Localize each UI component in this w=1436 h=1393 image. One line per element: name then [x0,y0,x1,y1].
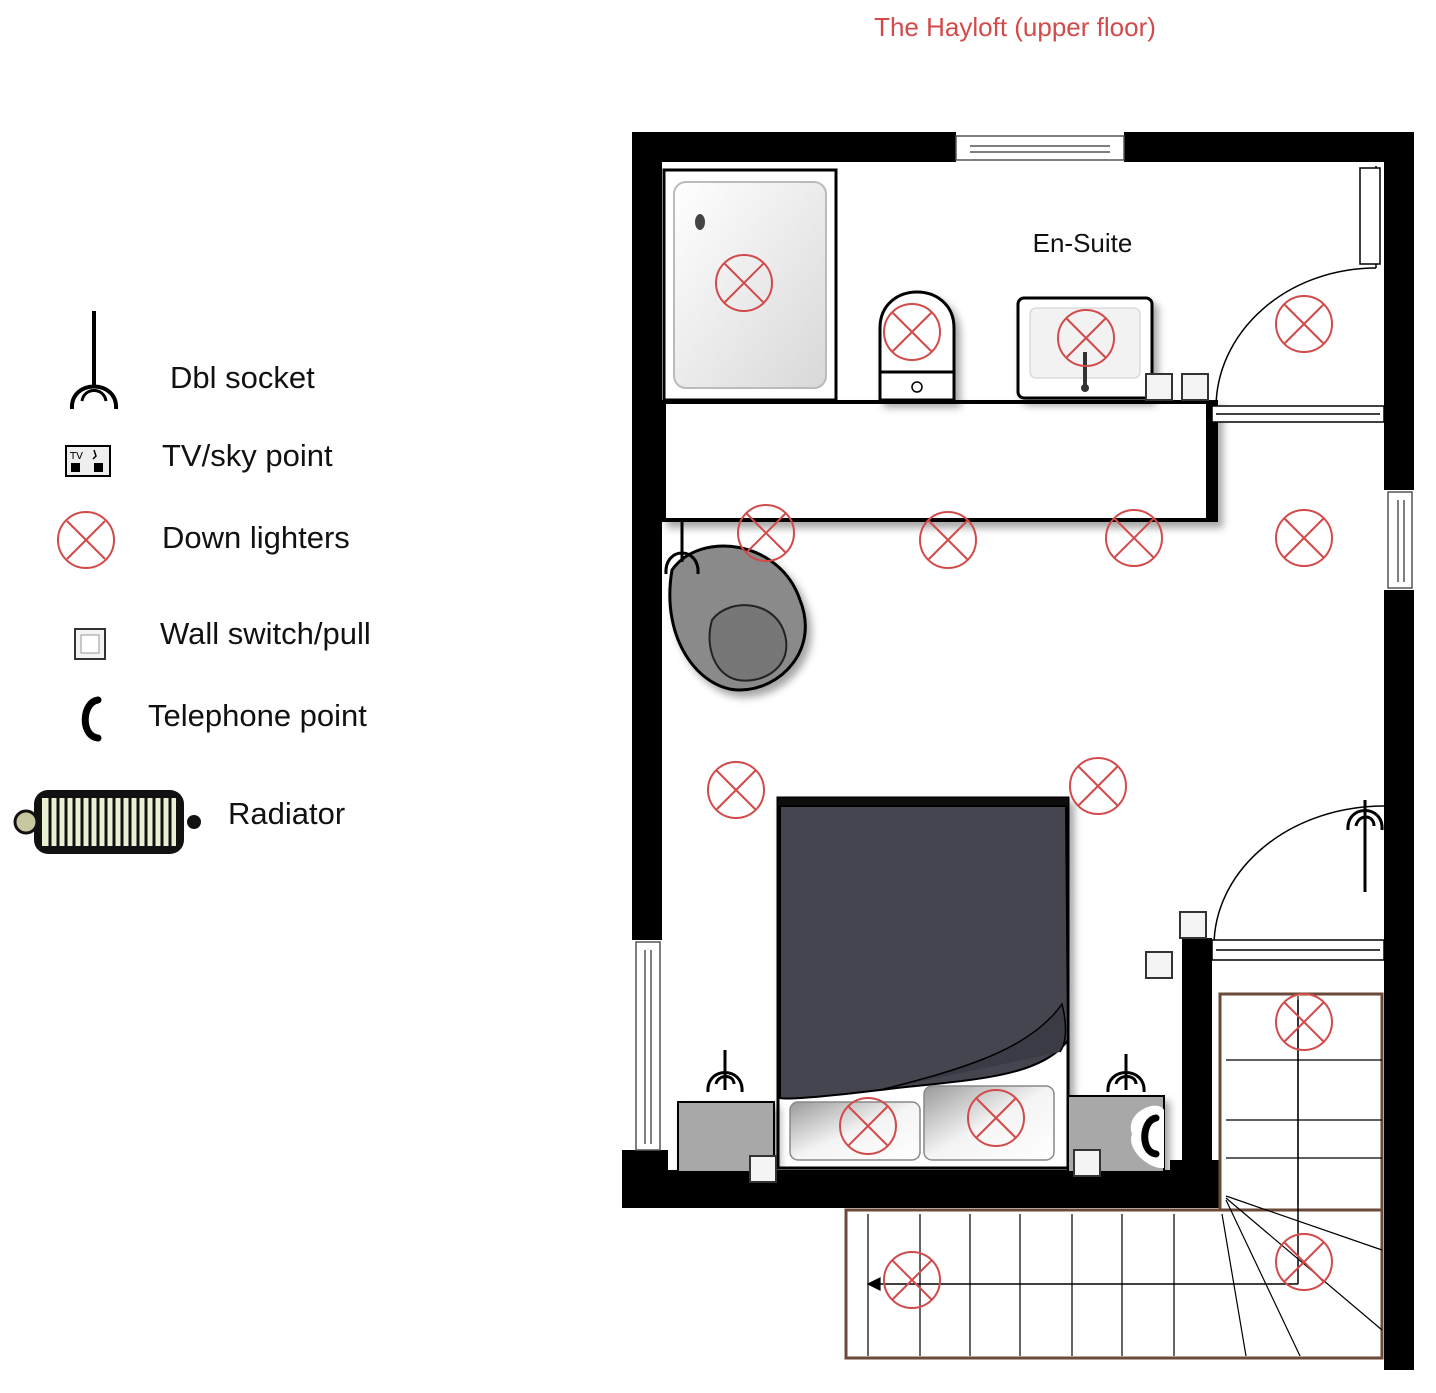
down-lighter-icon [57,511,115,569]
legend-label-telephone-point: Telephone point [148,698,367,733]
svg-text:TV: TV [69,451,83,462]
tv-sky-point-icon: TV [65,445,111,477]
plan-title: The Hayloft (upper floor) [874,12,1156,42]
telephone-point-icon [81,696,102,742]
staircase [844,992,1384,1360]
wall-switch-icon [74,628,106,660]
dbl-socket-icon [664,520,1384,1093]
shower-tray [662,168,838,402]
toilet [878,290,956,402]
ensuite-door [1211,166,1385,423]
down-lighter-icon [707,254,1333,1309]
wash-basin [1016,296,1154,400]
room-label-ensuite: En-Suite [1032,228,1133,258]
radiator-icon [13,790,201,854]
dbl-socket-icon [69,311,119,410]
legend-label-down-lighters: Down lighters [162,520,350,555]
legend-label-tv-sky-point: TV/sky point [162,438,333,473]
legend-label-wall-switch: Wall switch/pull [160,616,371,651]
windows [635,135,1413,1151]
bed [776,796,1070,1170]
outer-walls [622,132,1414,1370]
legend-label-radiator: Radiator [228,796,346,831]
armchair [668,544,807,692]
bedroom-door [1211,805,1385,961]
wall-switch-icon [749,373,1209,1183]
telephone-point-icon [1141,1114,1160,1158]
legend-label-dbl-socket: Dbl socket [170,360,315,395]
ensuite-partition [662,400,1218,522]
